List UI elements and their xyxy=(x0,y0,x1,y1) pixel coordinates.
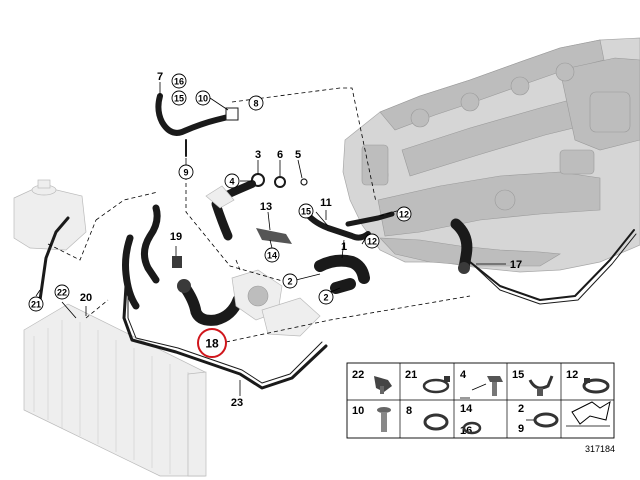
bracket-13 xyxy=(256,228,292,244)
water-pump xyxy=(231,269,321,337)
callout-18: 18 xyxy=(205,337,219,351)
callout-22: 22 xyxy=(57,288,67,298)
legend-15: 15 xyxy=(512,369,524,381)
callout-19: 19 xyxy=(170,231,182,243)
hose-23 xyxy=(122,284,328,390)
callout-21-circle xyxy=(28,296,44,312)
legend-grid: 22 21 4 14 15 12 xyxy=(346,362,615,439)
callout-12b: 12 xyxy=(367,237,377,247)
callout-9-circle xyxy=(178,164,194,180)
callout-5: 5 xyxy=(295,149,301,161)
legend-clip-icon xyxy=(374,376,392,394)
legend-22: 22 xyxy=(352,369,364,381)
callout-16-circle xyxy=(171,73,187,89)
callout-10-circle xyxy=(195,90,211,106)
engine-block xyxy=(342,37,640,305)
callout-20: 20 xyxy=(80,292,92,304)
callout-15b: 15 xyxy=(301,207,311,217)
callout-14-circle xyxy=(264,247,280,263)
hose-upper-left xyxy=(122,204,161,310)
callout-12a: 12 xyxy=(399,210,409,220)
legend-9: 9 xyxy=(518,423,524,435)
hose-line-22 xyxy=(38,216,70,302)
callout-23: 23 xyxy=(231,397,243,409)
callout-15b-circle xyxy=(298,203,314,219)
legend-arrow-icon xyxy=(566,400,611,427)
hose-1 xyxy=(314,254,370,294)
callout-4-circle xyxy=(224,173,240,189)
legend-10: 10 xyxy=(352,405,364,417)
callout-12a-circle xyxy=(396,206,412,222)
callout-21: 21 xyxy=(31,300,41,310)
legend-hose-clamp-icon xyxy=(526,412,559,428)
expansion-tank xyxy=(13,179,87,251)
callout-4: 4 xyxy=(229,177,234,187)
legend-bolt-icon xyxy=(460,376,503,399)
legend-21: 21 xyxy=(405,369,417,381)
callout-2b: 2 xyxy=(323,293,328,303)
legend-2: 2 xyxy=(518,403,524,415)
callout-1: 1 xyxy=(341,241,347,253)
callout-14: 14 xyxy=(267,251,277,261)
callout-8: 8 xyxy=(253,99,258,109)
callout-9: 9 xyxy=(183,168,188,178)
callout-7: 7 xyxy=(157,71,163,83)
image-number: 317184 xyxy=(585,444,615,454)
hose-17 xyxy=(450,218,473,274)
callouts: 7 16 15 10 8 9 3 6 5 4 13 14 15 11 12 12… xyxy=(28,71,522,409)
callout-2b-circle xyxy=(318,289,334,305)
legend-14: 14 xyxy=(460,403,473,415)
callout-22-circle xyxy=(54,284,70,300)
callout-12b-circle xyxy=(364,233,380,249)
hose-3 xyxy=(205,180,256,241)
callout-3: 3 xyxy=(255,149,261,161)
callout-16: 16 xyxy=(174,77,184,87)
radiator xyxy=(23,303,207,477)
callout-13: 13 xyxy=(260,201,272,213)
callout-6: 6 xyxy=(277,149,283,161)
callout-15a-circle xyxy=(171,90,187,106)
legend-o-ring-icon xyxy=(423,413,482,435)
callout-11: 11 xyxy=(320,197,332,209)
legend-8: 8 xyxy=(406,405,412,417)
callout-2a-circle xyxy=(282,273,298,289)
callout-15a: 15 xyxy=(174,94,184,104)
legend-spring-clamp-icon xyxy=(582,378,610,394)
callout-18-highlight-circle xyxy=(197,328,227,358)
hose-18 xyxy=(177,279,244,326)
legend-12: 12 xyxy=(566,369,578,381)
hose-7 xyxy=(155,93,239,157)
callout-2a: 2 xyxy=(287,277,292,287)
dashed-lines xyxy=(47,87,471,343)
legend-screw-icon xyxy=(377,407,391,432)
legend-holder-icon xyxy=(528,375,554,396)
callout-8-circle xyxy=(248,95,264,111)
legend-clamp-icon xyxy=(422,376,450,394)
callout-10: 10 xyxy=(198,94,208,104)
callout-17: 17 xyxy=(510,259,522,271)
legend-4: 4 xyxy=(460,369,467,381)
